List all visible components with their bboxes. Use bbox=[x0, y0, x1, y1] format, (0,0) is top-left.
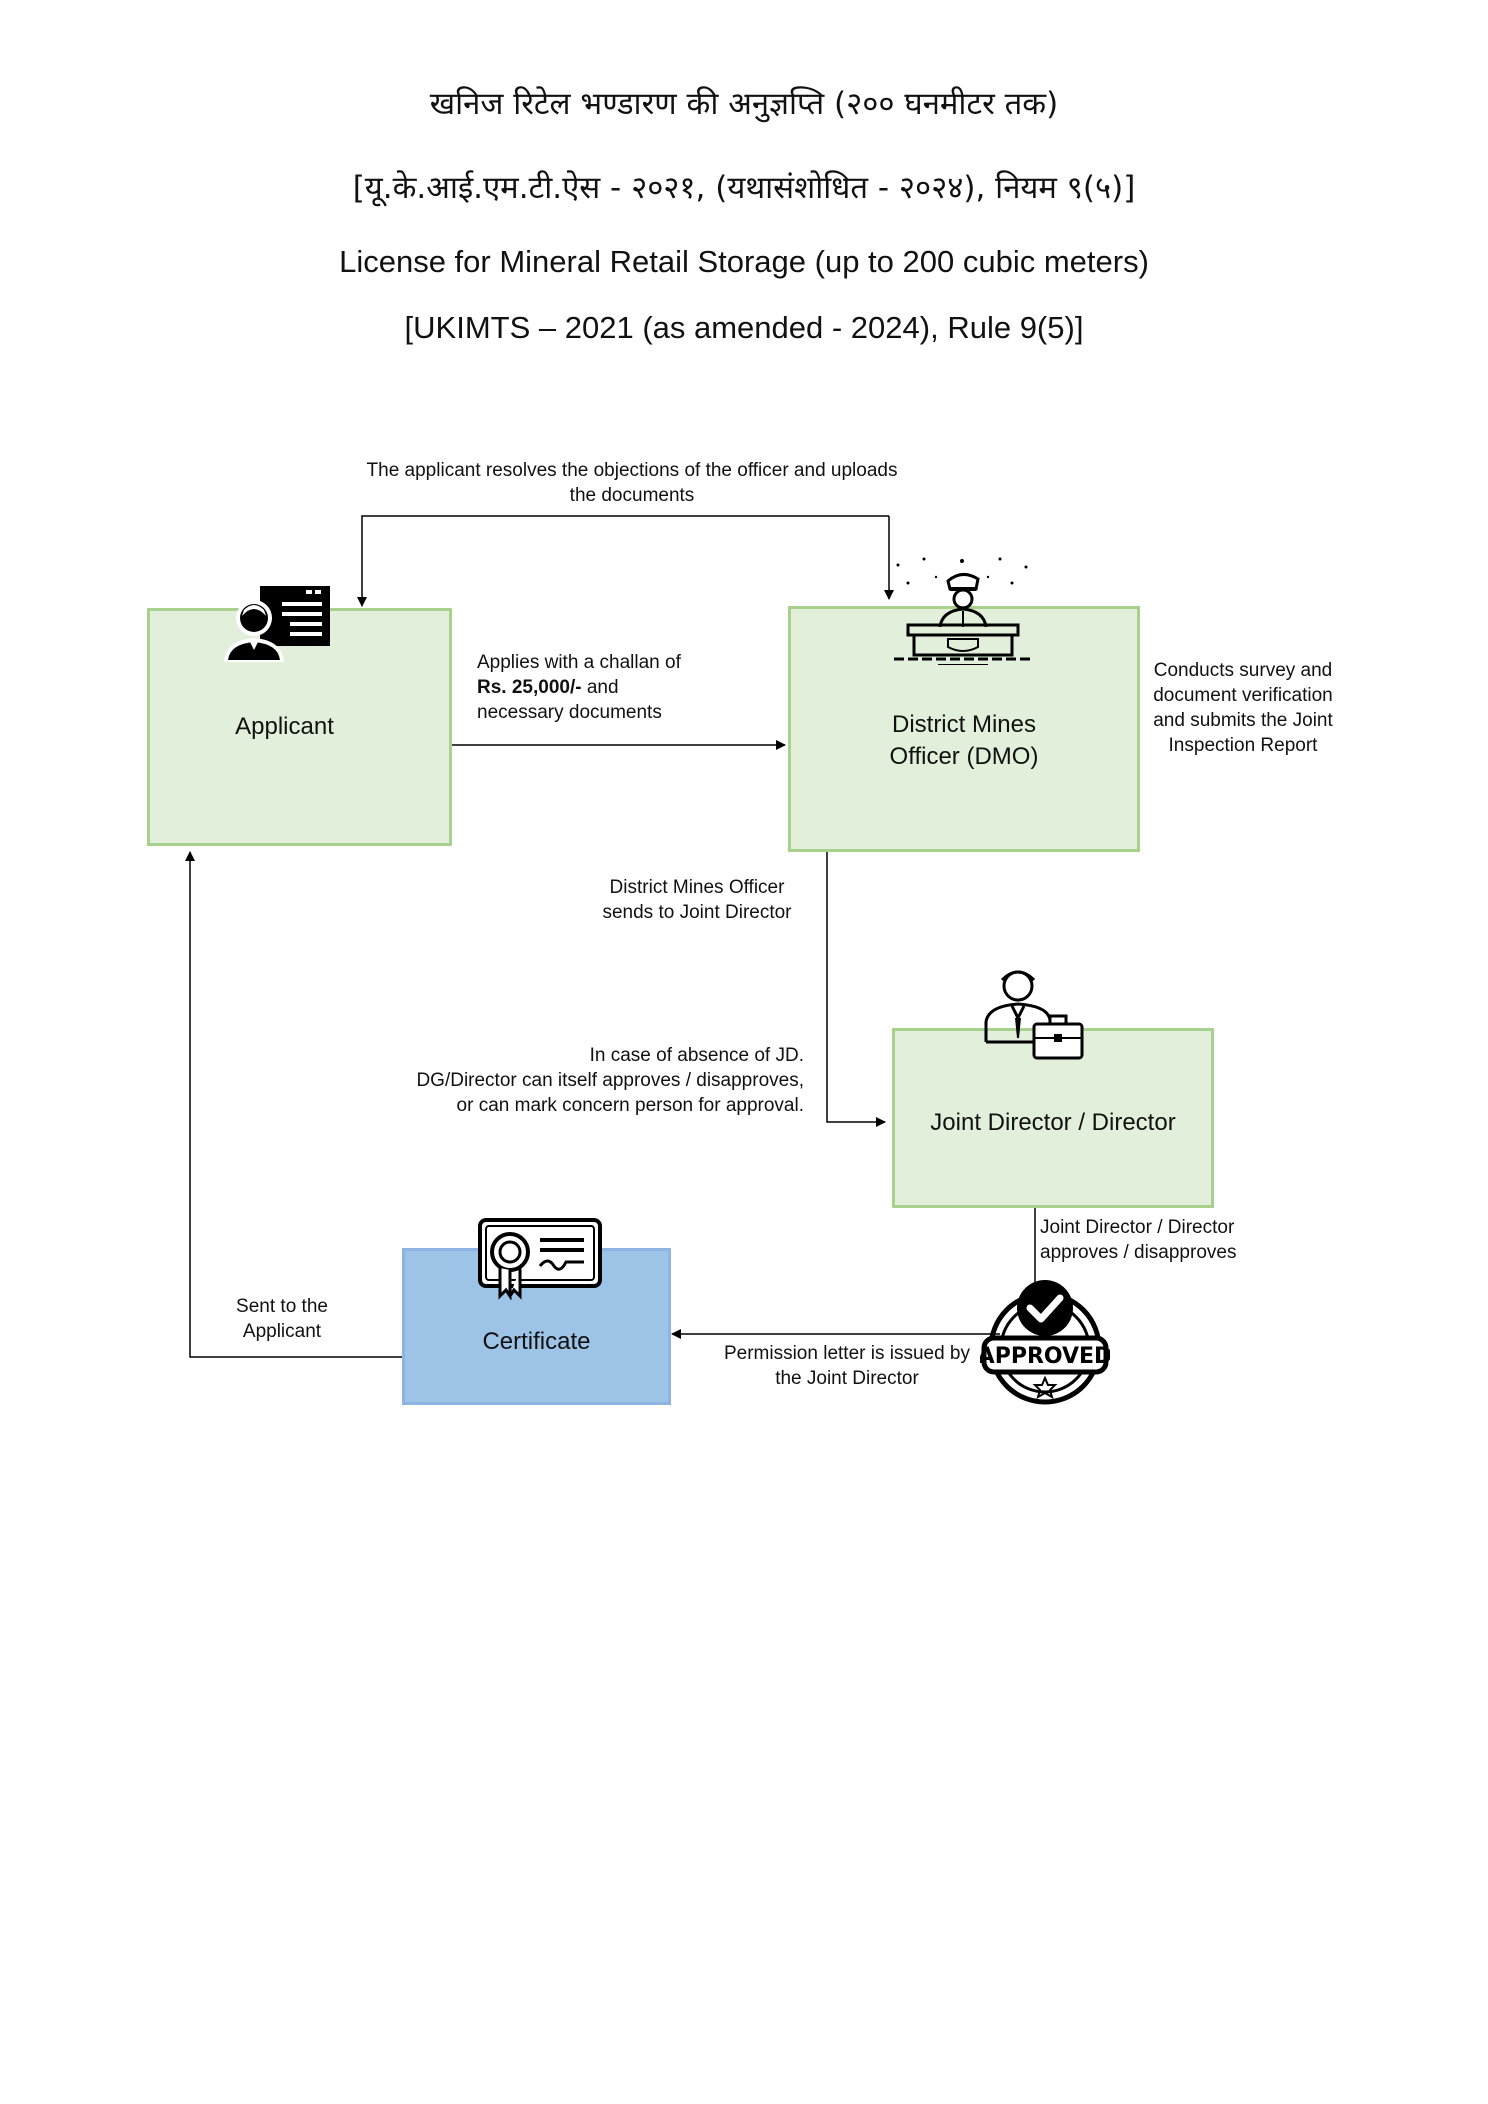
certificate-label: Certificate bbox=[482, 1327, 591, 1355]
apply-and: and bbox=[581, 677, 619, 698]
resolve-label-line2: the documents bbox=[569, 485, 695, 506]
survey-label-line4: Inspection Report bbox=[1168, 735, 1318, 756]
survey-label-line1: Conducts survey and bbox=[1153, 660, 1333, 681]
businessman-briefcase-icon bbox=[984, 970, 1084, 1060]
resolve-label-line1: The applicant resolves the objections of… bbox=[366, 460, 898, 481]
apply-label-line3: necessary documents bbox=[477, 702, 662, 723]
apply-label: Applies with a challan of Rs. 25,000/- a… bbox=[477, 650, 681, 725]
officer-desk-icon bbox=[894, 557, 1030, 665]
rule-hindi: [यू.के.आई.एम.टी.ऐस - २०२१, (यथासंशोधित -… bbox=[352, 170, 1136, 206]
dmo-box: District Mines Officer (DMO) bbox=[788, 606, 1140, 852]
arrow-resolve-loop bbox=[357, 515, 889, 607]
dmo-label-line2: Officer (DMO) bbox=[889, 743, 1039, 770]
applicant-box: Applicant bbox=[147, 608, 452, 846]
apply-label-line1: Applies with a challan of bbox=[477, 652, 681, 673]
applicant-form-icon bbox=[224, 586, 330, 662]
absence-label-line1: In case of absence of JD. bbox=[589, 1045, 804, 1066]
title-hindi: खनिज रिटेल भण्डारण की अनुज्ञप्ति (२०० घन… bbox=[429, 86, 1059, 122]
jd-decision-line2: approves / disapproves bbox=[1040, 1242, 1237, 1263]
sent-label-line2: Applicant bbox=[242, 1321, 322, 1342]
send-label-line1: District Mines Officer bbox=[609, 877, 785, 898]
send-label-line2: sends to Joint Director bbox=[602, 902, 792, 923]
rule-english: [UKIMTS – 2021 (as amended - 2024), Rule… bbox=[404, 310, 1084, 345]
permit-label-line2: the Joint Director bbox=[775, 1368, 919, 1389]
resolve-label: The applicant resolves the objections of… bbox=[300, 458, 964, 508]
approved-stamp-icon: APPROVED bbox=[980, 1280, 1110, 1405]
jd-label: Joint Director / Director bbox=[930, 1109, 1176, 1136]
survey-label: Conducts survey and document verificatio… bbox=[1130, 658, 1356, 758]
apply-label-line2: Rs. 25,000/- and bbox=[477, 675, 681, 700]
sent-label-line1: Sent to the bbox=[236, 1296, 328, 1317]
absence-label-line3: or can mark concern person for approval. bbox=[456, 1095, 804, 1116]
jd-decision-line1: Joint Director / Director bbox=[1040, 1217, 1235, 1238]
send-label: District Mines Officer sends to Joint Di… bbox=[590, 875, 804, 925]
permit-label: Permission letter is issued by the Joint… bbox=[700, 1341, 994, 1391]
absence-label-line2: DG/Director can itself approves / disapp… bbox=[416, 1070, 804, 1091]
stamp-text: APPROVED bbox=[980, 1344, 1110, 1369]
dmo-label-line1: District Mines bbox=[891, 711, 1036, 738]
applicant-label: Applicant bbox=[235, 713, 334, 740]
survey-label-line3: and submits the Joint bbox=[1153, 710, 1333, 731]
title-english: License for Mineral Retail Storage (up t… bbox=[339, 244, 1149, 279]
survey-label-line2: document verification bbox=[1153, 685, 1333, 706]
apply-amount: Rs. 25,000/- bbox=[477, 677, 582, 698]
certificate-icon bbox=[478, 1218, 602, 1300]
jd-decision-label: Joint Director / Director approves / dis… bbox=[1040, 1215, 1236, 1265]
permit-label-line1: Permission letter is issued by bbox=[723, 1343, 971, 1364]
absence-label: In case of absence of JD. DG/Director ca… bbox=[362, 1043, 804, 1118]
sent-label: Sent to the Applicant bbox=[212, 1294, 352, 1344]
arrow-dmo-to-jd bbox=[826, 851, 886, 1127]
arrow-certificate-to-applicant bbox=[185, 851, 402, 1358]
